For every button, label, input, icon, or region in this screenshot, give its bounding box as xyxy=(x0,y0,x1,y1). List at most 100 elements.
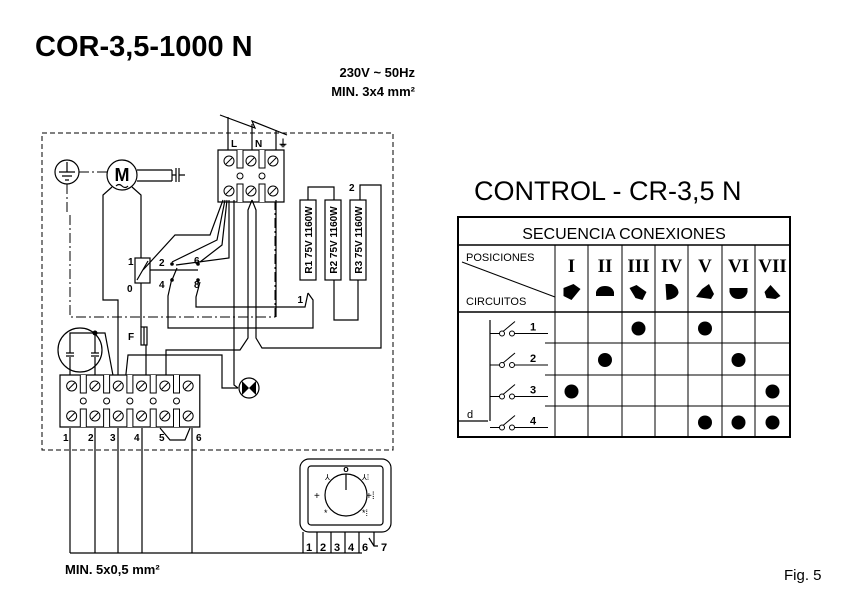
svg-text:6: 6 xyxy=(194,256,200,267)
bottom-terminal xyxy=(112,380,124,422)
bottom-terminal-label: 3 xyxy=(110,433,116,444)
circuit-label: 3 xyxy=(530,385,536,397)
bottom-terminal-label: 6 xyxy=(196,433,202,444)
enclosure-outline xyxy=(41,132,394,451)
common-label: d xyxy=(467,409,473,421)
circuit-label: 4 xyxy=(530,416,537,428)
bottom-terminal xyxy=(89,380,101,422)
connection-dot xyxy=(731,415,746,430)
figure-label: Fig. 5 xyxy=(784,567,822,584)
knob-position-1-icon xyxy=(563,284,581,300)
knob-position-5-icon xyxy=(696,284,714,299)
ground-frame xyxy=(69,200,276,318)
common-line xyxy=(458,320,491,422)
resistor-label: R3 75V 1160W xyxy=(354,206,365,274)
bottom-terminal-label: 5 xyxy=(159,433,165,444)
control-knob-panel: o ⅄ ⅄⁞ + +⁞ * *⁞ xyxy=(299,458,392,553)
circuit-switch-4-icon xyxy=(490,415,548,431)
circuit-switch-2-icon xyxy=(490,352,548,368)
knob-position-4-icon xyxy=(665,284,679,300)
svg-text:4: 4 xyxy=(159,280,165,291)
control-cable-spec: MIN. 5x0,5 mm² xyxy=(65,562,160,577)
circuit-switch-1-icon xyxy=(490,321,548,337)
position-label: VII xyxy=(758,256,787,277)
circuit-label: 2 xyxy=(530,353,536,365)
resistor-node-1: 1 xyxy=(297,295,303,306)
knob-terminal-7: 7 xyxy=(381,542,387,554)
knob-position-3-icon xyxy=(629,285,647,300)
bottom-terminal xyxy=(182,380,194,422)
knob-terminal-label: 4 xyxy=(348,542,355,554)
resistor-3 xyxy=(349,199,367,281)
bottom-terminal-label: 1 xyxy=(63,433,69,444)
connection-dot xyxy=(564,384,579,399)
svg-text:0: 0 xyxy=(127,284,133,295)
svg-text:o: o xyxy=(343,464,349,474)
knob-terminal-label: 3 xyxy=(334,542,340,554)
position-label: I xyxy=(568,256,575,277)
bottom-terminal-label: 2 xyxy=(88,433,94,444)
connection-sequence-table: SECUENCIA CONEXIONES POSICIONES CIRCUITO… xyxy=(457,216,791,438)
mains-terminal xyxy=(245,155,257,197)
knob-terminal-label: 1 xyxy=(306,542,312,554)
control-title: CONTROL - CR-3,5 N xyxy=(474,176,742,206)
position-label: IV xyxy=(661,256,682,277)
svg-text:F: F xyxy=(128,332,134,343)
connection-dot xyxy=(631,321,646,336)
motor-icon: M xyxy=(106,159,138,191)
terminal-7-lead xyxy=(368,537,378,547)
resistor-label: R2 75V 1160W xyxy=(329,206,340,274)
mode-fan-heat-icon: ⅄⁞ xyxy=(361,473,369,482)
position-label: II xyxy=(598,256,613,277)
wires xyxy=(102,184,382,441)
resistor-label: R1 75V 1160W xyxy=(304,206,315,274)
mode-star-icon: * xyxy=(324,508,328,518)
knob-position-2-icon xyxy=(596,286,614,296)
supply-cable: MIN. 3x4 mm² xyxy=(331,84,415,99)
fuse-icon: F xyxy=(128,326,148,346)
connection-dot xyxy=(598,353,612,367)
connection-dot xyxy=(698,321,712,336)
svg-text:L: L xyxy=(231,139,237,150)
svg-text:N: N xyxy=(255,139,262,150)
circuits-label: CIRCUITOS xyxy=(466,296,526,308)
mains-terminal xyxy=(267,155,279,197)
bottom-terminal xyxy=(136,380,148,422)
capacitor-icon xyxy=(137,168,185,182)
bottom-terminal-block: 1 2 3 4 5 6 xyxy=(59,374,202,444)
mains-terminal-block xyxy=(217,149,285,203)
mode-heat-icon: + xyxy=(314,491,320,502)
resistor-group: R1 75V 1160W R2 75V 1160W R3 75V 1160W xyxy=(299,199,367,281)
supply-voltage: 230V ~ 50Hz xyxy=(339,65,415,80)
resistor-1 xyxy=(299,199,317,281)
resistor-2 xyxy=(324,199,342,281)
circuit-switch-3-icon xyxy=(490,384,548,400)
diagram-title: COR-3,5-1000 N xyxy=(35,31,253,63)
connection-dot xyxy=(698,415,712,430)
knob-position-6-icon xyxy=(729,288,748,299)
svg-text:M: M xyxy=(115,165,130,185)
knob-position-7-icon xyxy=(764,285,781,299)
table-title: SECUENCIA CONEXIONES xyxy=(522,226,726,243)
bottom-terminal-label: 4 xyxy=(134,433,140,444)
mode-heat-plus-icon: +⁞ xyxy=(366,491,375,502)
lamp-icon xyxy=(238,377,260,399)
bottom-terminal xyxy=(159,380,171,422)
knob-terminal-label: 2 xyxy=(320,542,326,554)
relay-switch: 1 0 2 6 4 8 xyxy=(127,256,200,295)
ground-link xyxy=(66,171,107,215)
connection-dot xyxy=(731,353,746,367)
position-label: VI xyxy=(728,256,749,277)
svg-text:2: 2 xyxy=(159,258,165,269)
svg-text:1: 1 xyxy=(128,257,134,268)
ground-icon xyxy=(54,159,80,185)
position-label: V xyxy=(698,256,712,277)
control-cable-wires xyxy=(69,428,362,554)
position-label: III xyxy=(627,256,649,277)
svg-text:⏚: ⏚ xyxy=(278,138,288,150)
mode-fan-icon: ⅄ xyxy=(324,473,330,482)
mains-cable: L N ⏚ xyxy=(219,114,288,150)
mode-star-plus-icon: *⁞ xyxy=(362,508,368,518)
